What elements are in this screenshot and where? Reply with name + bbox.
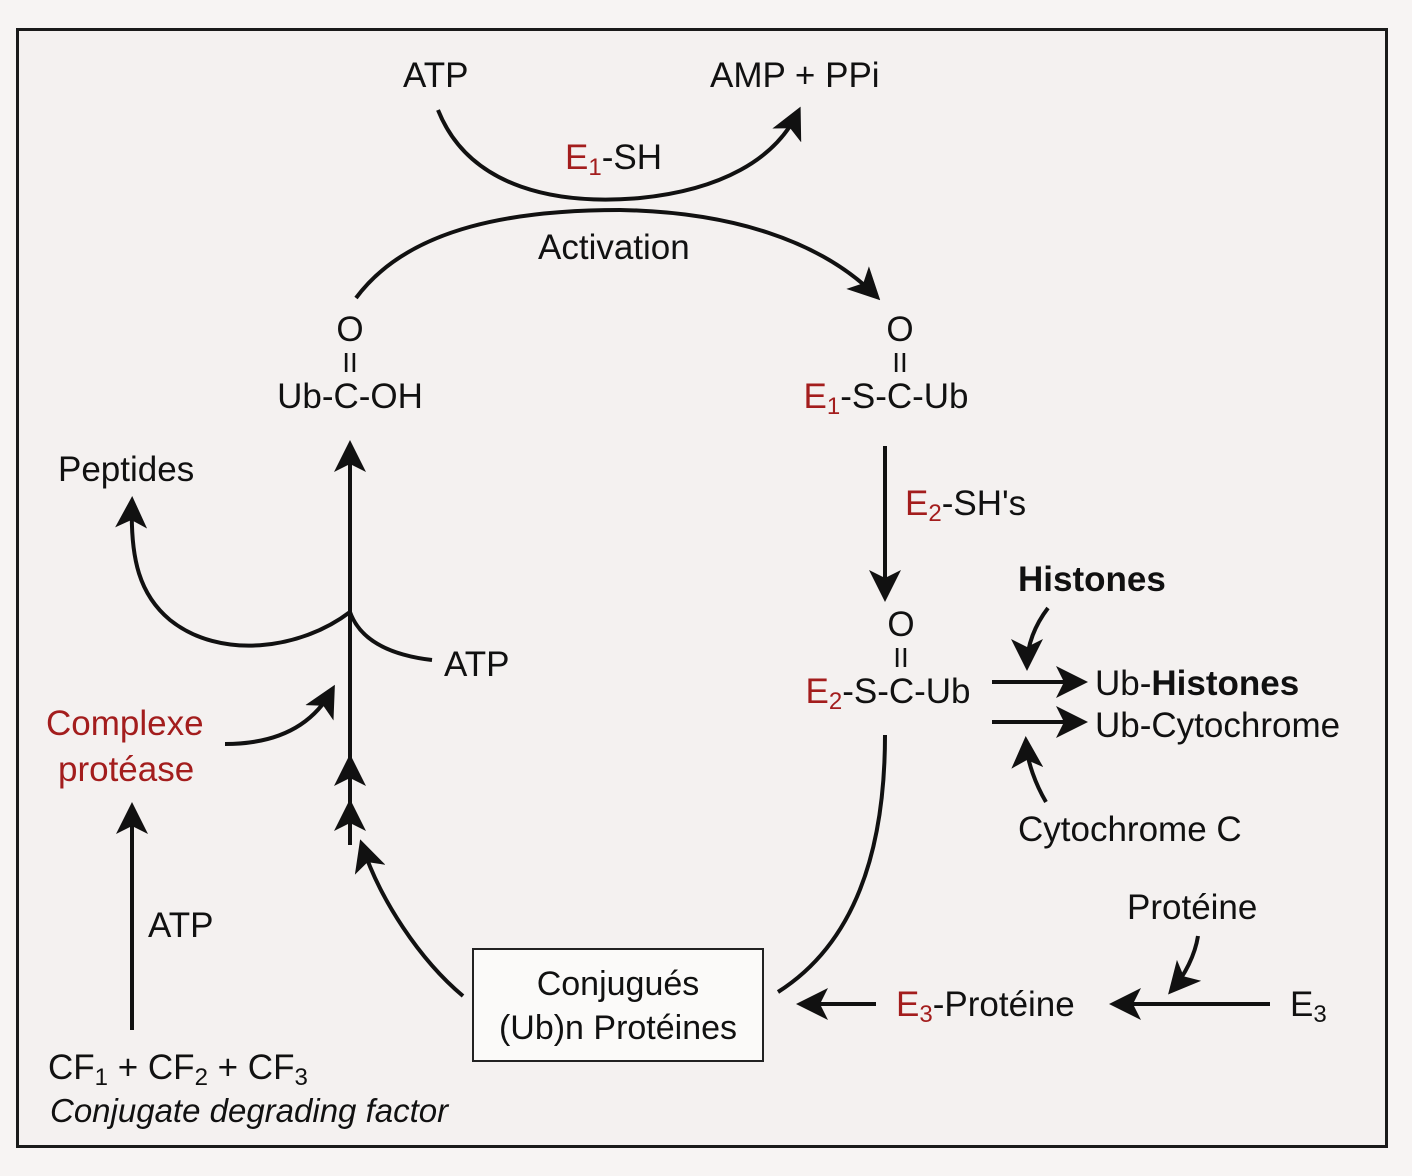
e2-complex-e: E: [805, 672, 829, 711]
peptides-label: Peptides: [58, 450, 195, 489]
e2-complex-rest: -S-C-Ub: [842, 672, 971, 711]
histones-label: Histones: [1018, 560, 1166, 599]
activation-arrow: [354, 207, 881, 301]
e1-complex-rest: -S-C-Ub: [840, 377, 969, 416]
ub-cytochrome-label: Ub-Cytochrome: [1095, 706, 1341, 745]
complexe-label: Complexe: [46, 704, 204, 743]
e1-complex-molecule: O II E1-S-C-Ub: [794, 312, 978, 419]
conjugates-line1: Conjugués: [536, 965, 700, 1003]
ub-histones-prefix: Ub-: [1095, 664, 1152, 703]
cf3: + CF: [207, 1048, 295, 1087]
cdf-label: Conjugate degrading factor: [50, 1092, 449, 1129]
e1-complex-e: E: [803, 377, 827, 416]
proteine-input-arrow: [1168, 935, 1202, 995]
ub-double-bond: II: [342, 347, 358, 378]
e3-e: E: [1290, 985, 1314, 1024]
cf3-sub: 3: [294, 1064, 308, 1091]
amp-ppi-label: AMP + PPi: [710, 56, 880, 95]
e3-sub: 3: [1313, 1001, 1327, 1028]
cf-formula: CF1 + CF2 + CF3: [48, 1050, 308, 1090]
e2-sh-label: E2-SH's: [905, 486, 1026, 526]
protease-label: protéase: [58, 750, 195, 789]
e3-complex-rest: -Protéine: [932, 985, 1075, 1024]
e2-complex-molecule: O II E2-S-C-Ub: [796, 607, 980, 714]
cf1-sub: 1: [94, 1064, 109, 1091]
ub-formula: Ub-C-OH: [277, 377, 423, 416]
histones-input-arrow: [1011, 606, 1050, 671]
conjugates-line2: (Ub)n Protéines: [498, 1009, 738, 1047]
ubiquitin-molecule: O II Ub-C-OH: [272, 312, 428, 414]
atp-consumption-arrow: [436, 106, 802, 202]
e3-label: E3: [1290, 987, 1327, 1027]
e3-proteine-label: E3-Protéine: [896, 987, 1075, 1027]
e1-complex-sub: 1: [826, 393, 841, 420]
e1-sh-label: E1-SH: [565, 140, 662, 180]
e2-subscript: 2: [928, 500, 942, 527]
e2-complex-oxygen: O: [887, 605, 915, 644]
cf1: CF: [48, 1048, 95, 1087]
e1-enzyme: E: [565, 138, 589, 177]
ub-oxygen: O: [336, 310, 364, 349]
peptides-arrow: [115, 496, 352, 648]
e2-complex-sub: 2: [828, 688, 843, 715]
e2-suffix: -SH's: [941, 484, 1027, 523]
activation-label: Activation: [538, 228, 690, 267]
cytochrome-c-label: Cytochrome C: [1018, 810, 1242, 849]
e2-to-conjugates-curve: [776, 734, 887, 994]
conjugates-curve: [354, 839, 465, 998]
e1-complex-double-bond: II: [892, 347, 908, 378]
ub-histones-bold: Histones: [1151, 664, 1300, 703]
atp-label-top: ATP: [403, 56, 469, 95]
e2-complex-double-bond: II: [893, 642, 909, 673]
protease-arrow: [224, 684, 335, 746]
conjugates-box: Conjugués (Ub)n Protéines: [472, 948, 764, 1062]
e3-complex-e: E: [896, 985, 920, 1024]
e3-complex-sub: 3: [919, 1001, 933, 1028]
ub-histones-label: Ub-Histones: [1095, 666, 1299, 701]
e1-subscript: 1: [588, 154, 602, 181]
e1-complex-oxygen: O: [886, 310, 914, 349]
proteine-label: Protéine: [1127, 888, 1258, 927]
cf2: + CF: [108, 1048, 195, 1087]
cf2-sub: 2: [194, 1064, 208, 1091]
e1-suffix: -SH: [601, 138, 662, 177]
e2-enzyme: E: [905, 484, 929, 523]
atp-label-right: ATP: [444, 645, 510, 684]
atp-label-left: ATP: [148, 906, 214, 945]
atp-input-curve: [348, 611, 433, 662]
cytochrome-input-arrow: [1011, 736, 1048, 804]
